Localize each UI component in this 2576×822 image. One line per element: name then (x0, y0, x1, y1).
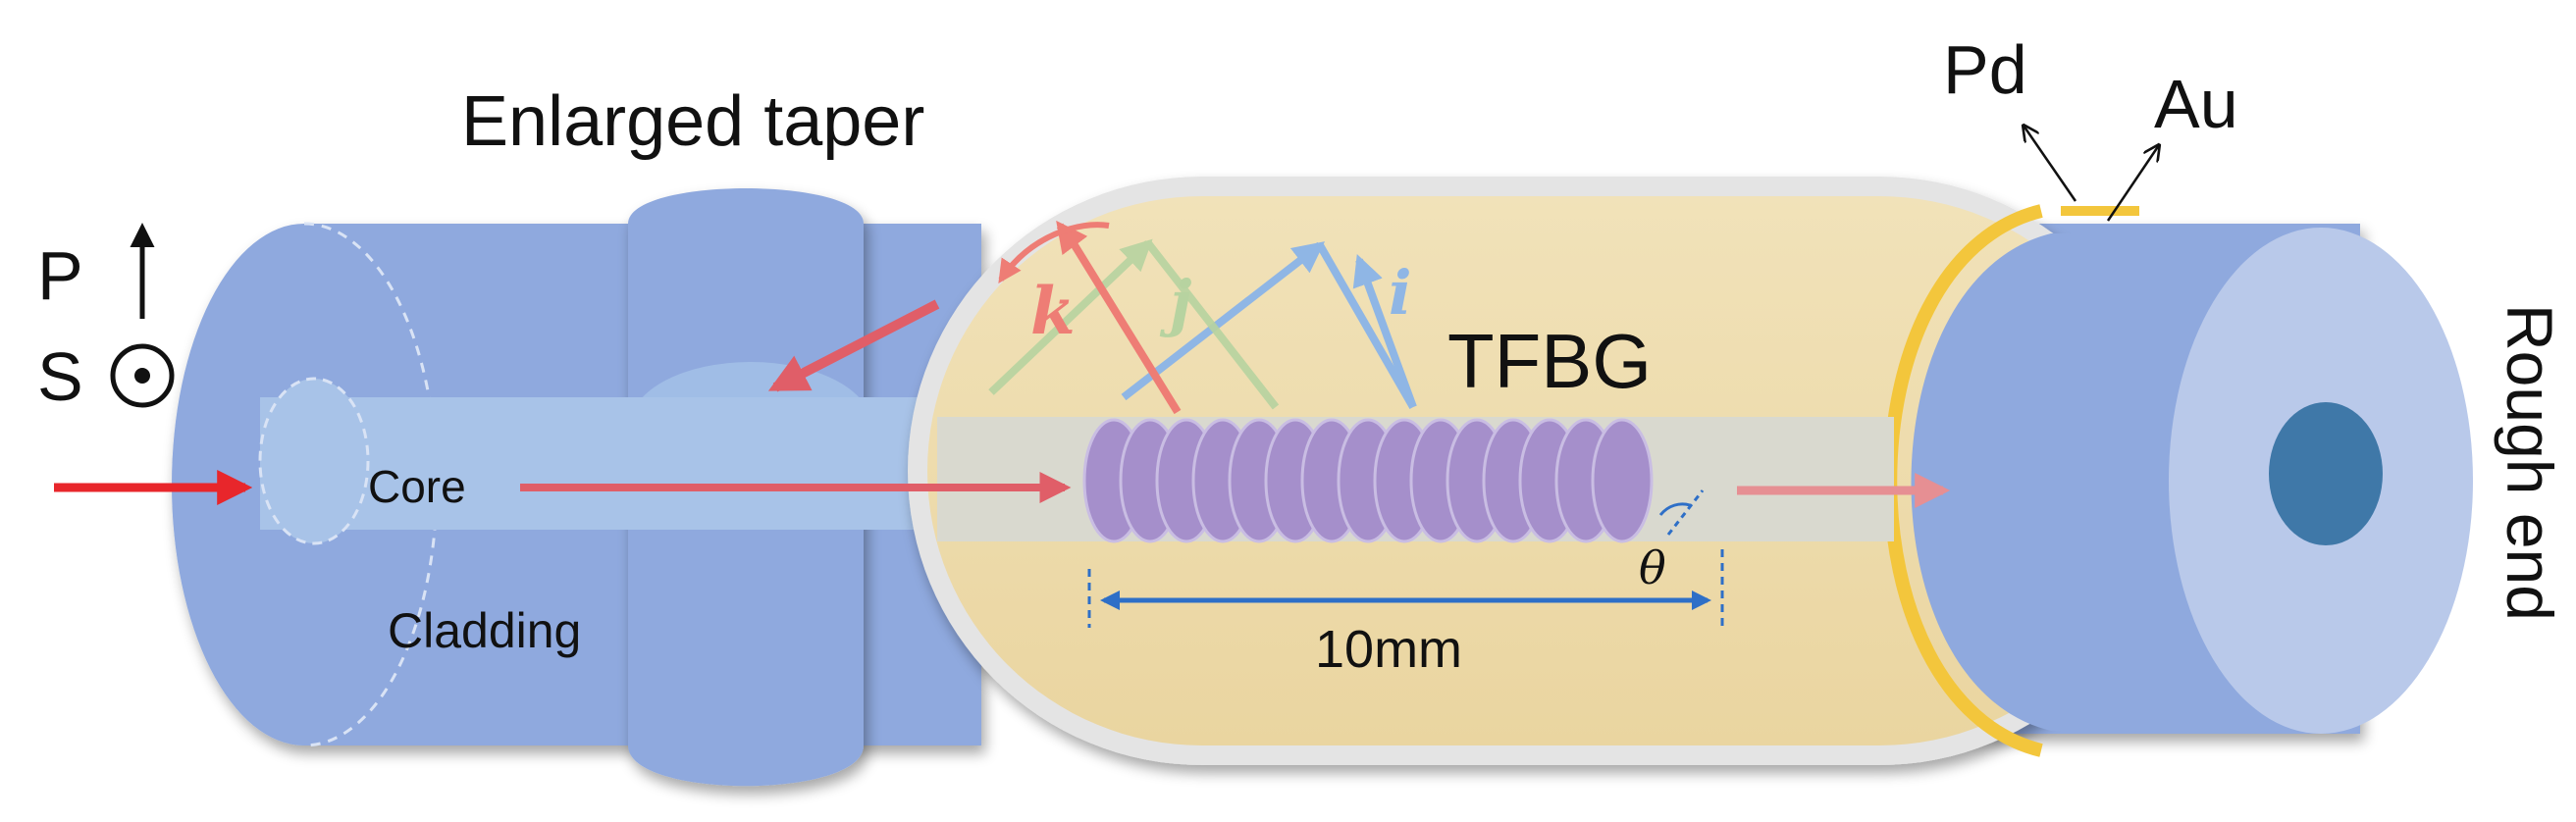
mode-i-label: i (1389, 257, 1412, 329)
grating-disc (1591, 418, 1654, 543)
length-label: 10mm (1315, 620, 1462, 679)
length-dimension (1087, 549, 1724, 628)
theta-label: θ (1639, 541, 1666, 594)
core-entrance-ellipse (258, 377, 370, 545)
core-label: Core (368, 461, 466, 512)
pd-label: Pd (1943, 31, 2027, 108)
enlarged-taper-label: Enlarged taper (461, 82, 924, 161)
pd-pointer (2024, 126, 2077, 202)
tfbg-label: TFBG (1447, 318, 1652, 404)
cladding-mode-j (988, 238, 1280, 410)
cladding-mode-k (998, 220, 1182, 415)
tilt-angle-marker (1658, 489, 1705, 536)
reflected-cladding-arrow (767, 299, 940, 392)
au-pointer (2106, 145, 2159, 222)
au-label: Au (2154, 66, 2238, 142)
tfbg-grating (1082, 418, 1654, 543)
s-polarization-label: S (37, 338, 83, 415)
p-polarization-label: P (37, 237, 83, 314)
rough-end-label: Rough end (2494, 304, 2566, 621)
fiber-entrance-outline (303, 222, 439, 747)
mode-k-label: k (1030, 273, 1076, 349)
cladding-label: Cladding (388, 603, 581, 658)
fiber-end-hole (2269, 402, 2383, 545)
polarization-dot-icon (110, 343, 175, 408)
